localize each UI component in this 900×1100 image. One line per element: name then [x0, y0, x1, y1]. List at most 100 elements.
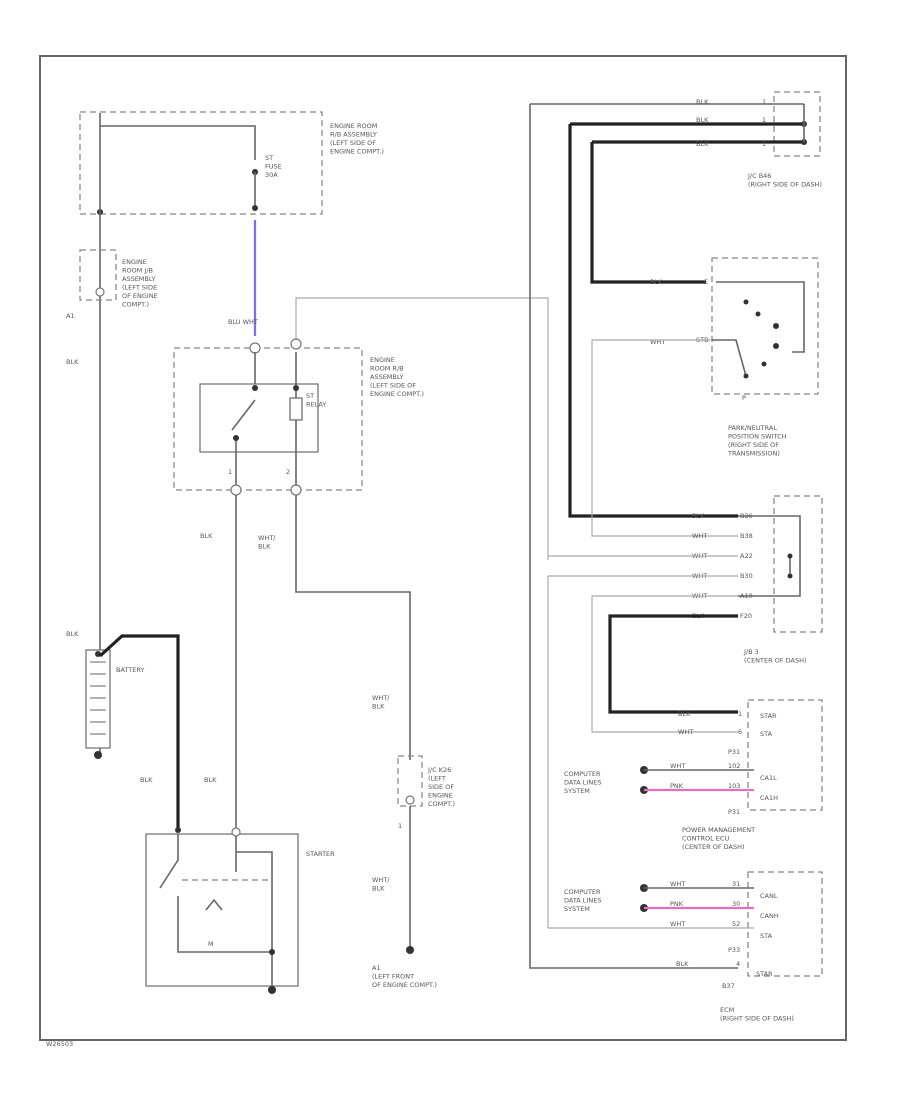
- label-line: A1: [372, 964, 381, 972]
- wire-b46-ecm: [529, 104, 738, 969]
- b46-wire-2: BLK: [696, 116, 709, 124]
- label-line: ENGINE: [428, 792, 453, 800]
- ecm-conn: P33: [728, 946, 740, 954]
- label-line: COMPUTER: [564, 888, 601, 896]
- wire-battery-starter: [98, 634, 180, 830]
- label-line: POSITION SWITCH: [728, 433, 787, 441]
- relay-contact: [231, 352, 256, 490]
- fuse-terminal-bottom: [252, 205, 258, 211]
- ground-point: [406, 946, 414, 954]
- pm-wire-color: WHT: [678, 728, 693, 736]
- label-line: WHT/: [372, 876, 390, 884]
- blk-battery-label: BLK: [66, 630, 79, 638]
- jc-b46-box: [773, 91, 821, 157]
- pnp-blk: BLK: [650, 278, 663, 286]
- label-line: PARK/NEUTRAL: [728, 424, 777, 432]
- relay-connector-2: [290, 338, 302, 350]
- pin-2-label: 2: [286, 468, 290, 476]
- label-line: (CENTER OF DASH): [682, 843, 745, 851]
- wht-blk-3-label: WHT/BLK: [372, 876, 390, 893]
- figure-id: W26503: [46, 1040, 73, 1048]
- label-line: WHT/: [258, 534, 276, 542]
- ecm-can-color: WHT: [670, 880, 685, 888]
- b46-pin-2: 1: [762, 116, 766, 124]
- ecm-can-color: PNK: [670, 900, 684, 908]
- label-line: CONTROL ECU: [682, 835, 729, 843]
- label-line: ASSEMBLY: [122, 275, 156, 283]
- starter-terminal-50: [231, 827, 241, 837]
- label-line: R/B ASSEMBLY: [330, 131, 377, 139]
- label-line: POWER MANAGEMENT: [682, 826, 755, 834]
- blk-mid-label: BLK: [200, 532, 213, 540]
- battery-body: [85, 649, 111, 749]
- b46-wire-3: BLK: [696, 140, 709, 148]
- wire-blk-pnp: [590, 142, 706, 284]
- label-line: COMPT.): [122, 301, 149, 309]
- label-line: BLK: [258, 543, 271, 551]
- label-line: ENGINE ROOM: [330, 122, 377, 130]
- label-line: (LEFT SIDE OF: [370, 382, 416, 390]
- pm-wire-func: STAR: [760, 712, 777, 720]
- pnp-pos: [743, 299, 749, 305]
- pm-wire-pin: 1: [738, 710, 742, 718]
- label-line: (LEFT: [428, 775, 446, 783]
- jb3-wire-color: BLK: [692, 512, 705, 520]
- b46-pin-3: 1: [762, 140, 766, 148]
- label-line: (RIGHT SIDE OF: [728, 441, 779, 449]
- pm-can-color: WHT: [670, 762, 685, 770]
- label-line: RELAY: [306, 401, 326, 409]
- label-line: COMPUTER: [564, 770, 601, 778]
- relay-coil-dot: [293, 385, 299, 391]
- b46-pin-1: 1: [762, 98, 766, 106]
- label-line: BLK: [372, 703, 385, 711]
- label-line: SYSTEM: [564, 905, 590, 913]
- jb-connector: [95, 287, 105, 297]
- pm-wire-func: STA: [760, 730, 773, 738]
- label-line: FUSE: [265, 163, 282, 171]
- blk-bottom-2-label: BLK: [204, 776, 217, 784]
- relay-out-1: [230, 484, 242, 496]
- battery-label: BATTERY: [116, 666, 144, 674]
- pin-1-label: 1: [228, 468, 232, 476]
- label-line: DATA LINES: [564, 897, 601, 905]
- label-line: (LEFT SIDE: [122, 284, 157, 292]
- jb3-wire-pin: F20: [740, 612, 752, 620]
- wht-blk-1-label: WHT/BLK: [258, 534, 276, 551]
- relay-out-2: [290, 484, 302, 496]
- label-line: (LEFT FRONT: [372, 973, 414, 981]
- starter-box: [145, 833, 299, 987]
- label-line: (LEFT SIDE OF: [330, 139, 376, 147]
- a1-top-label: A1: [66, 312, 75, 320]
- diagram-border: [39, 55, 847, 1041]
- label-line: J/B 3: [743, 648, 759, 656]
- pnp-blk-pin: E: [704, 278, 708, 286]
- pm-conn-2: P31: [728, 808, 740, 816]
- label-line: WHT/: [372, 694, 390, 702]
- jb3-splice: [787, 573, 793, 579]
- jb3-wire-pin: B38: [740, 532, 753, 540]
- ecm-sta-color: WHT: [670, 920, 685, 928]
- pm-can-pin: 102: [728, 762, 740, 770]
- wht-blk-2-label: WHT/BLK: [372, 694, 390, 711]
- jb3-link: [738, 515, 801, 597]
- pnp-pos: [755, 311, 761, 317]
- engine-room-rb-box: [79, 111, 323, 215]
- pnp-p: P: [742, 394, 746, 402]
- relay-dot: [252, 385, 258, 391]
- ecm-star-func: STAR: [756, 970, 773, 978]
- ecm-box: [747, 871, 823, 977]
- wire-jb3-wht-a10: [591, 595, 738, 733]
- wire-wht-top: [295, 297, 549, 560]
- ecm-label: ECM(RIGHT SIDE OF DASH): [720, 1006, 794, 1023]
- pnp-internal: [712, 281, 805, 377]
